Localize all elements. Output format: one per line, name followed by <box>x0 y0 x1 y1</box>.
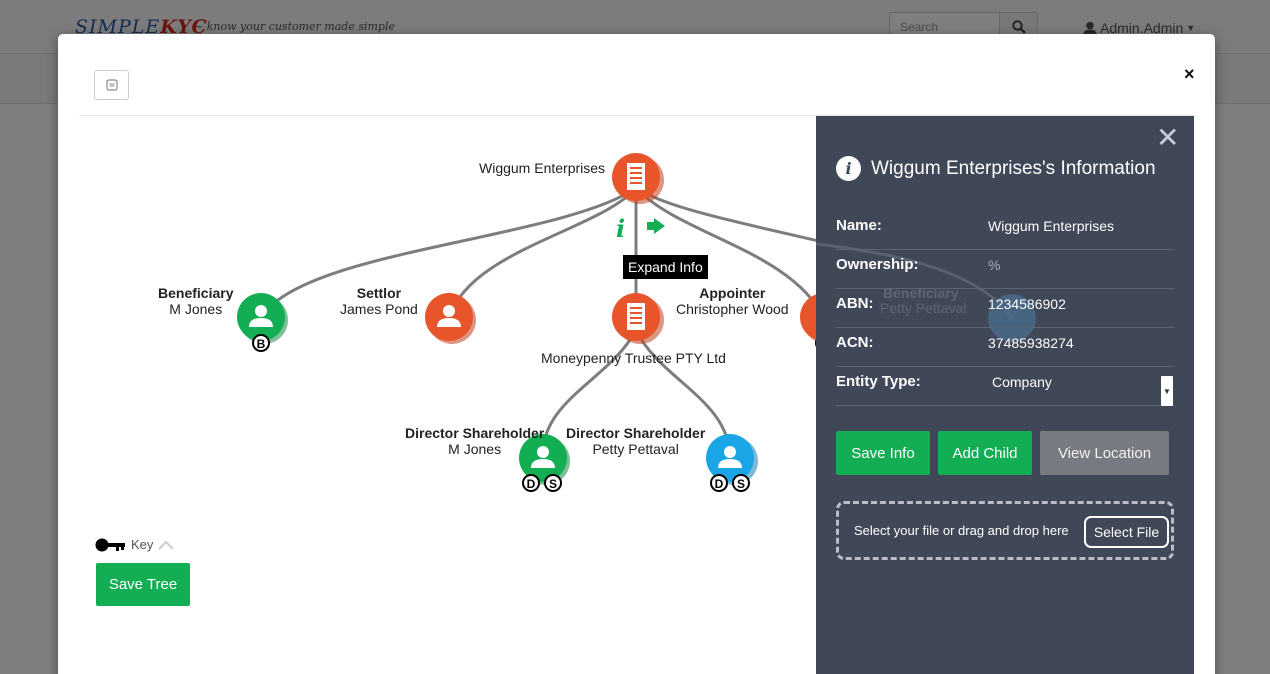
add-child-button[interactable]: Add Child <box>938 431 1032 475</box>
field-entity-type: Entity Type: Company ▼ <box>836 367 1174 406</box>
person-icon <box>437 305 461 327</box>
moneypenny-label: Moneypenny Trustee PTY Ltd <box>541 350 726 366</box>
edge-root-beneficiary <box>259 186 637 319</box>
panel-icon <box>105 79 118 91</box>
acn-input[interactable]: 37485938274 <box>988 335 1074 351</box>
obscured-node-layer: Beneficiary Petty Pettaval <box>816 242 1036 342</box>
badge-s: S <box>732 474 750 492</box>
node-root[interactable] <box>612 153 664 204</box>
node-director-m-jones[interactable]: D S <box>519 434 570 492</box>
panel-close-button[interactable]: ✕ <box>1156 122 1180 153</box>
panel-title: i Wiggum Enterprises's Information <box>836 156 1156 181</box>
modal-close-button[interactable]: × <box>1184 64 1195 84</box>
field-abn: ABN: 1234586902 <box>836 289 1174 328</box>
svg-text:D: D <box>715 477 724 491</box>
name-label: Name: <box>836 217 882 234</box>
node-settlor-james-pond[interactable] <box>425 293 476 344</box>
dropzone-text: Select your file or drag and drop here <box>854 523 1069 538</box>
field-ownership: Ownership: % <box>836 250 1174 289</box>
expand-arrow-icon[interactable] <box>647 218 665 234</box>
dropdown-arrow-icon[interactable]: ▼ <box>1161 376 1173 406</box>
key-toggle[interactable]: Key <box>95 537 175 552</box>
badge-d: D <box>522 474 540 492</box>
entity-type-label: Entity Type: <box>836 373 921 390</box>
abn-input[interactable]: 1234586902 <box>988 296 1066 312</box>
info-panel: ✕ Beneficiary Petty Pettaval i Wiggum En… <box>816 116 1194 674</box>
ownership-input[interactable]: % <box>988 257 1001 273</box>
key-icon <box>95 538 125 551</box>
view-location-button[interactable]: View Location <box>1040 431 1169 475</box>
name-input[interactable]: Wiggum Enterprises <box>988 218 1115 234</box>
building-icon <box>627 303 645 330</box>
building-icon <box>627 163 645 190</box>
save-tree-button[interactable]: Save Tree <box>96 563 190 606</box>
info-icon[interactable]: i <box>616 214 625 243</box>
file-dropzone[interactable]: Select your file or drag and drop here S… <box>836 501 1174 560</box>
node-beneficiary-m-jones[interactable]: B <box>237 293 288 352</box>
key-label: Key <box>131 537 154 552</box>
svg-text:Beneficiary: Beneficiary <box>883 285 959 301</box>
edge-root-appointer <box>634 186 826 319</box>
node-director-petty-pettaval[interactable]: D S <box>706 434 758 492</box>
entity-type-select[interactable]: Company <box>992 374 1052 390</box>
root-label: Wiggum Enterprises <box>479 160 606 176</box>
chevron-up-icon <box>158 540 175 550</box>
svg-text:S: S <box>549 477 557 491</box>
toggle-view-button[interactable] <box>94 70 129 100</box>
select-file-button[interactable]: Select File <box>1084 516 1169 548</box>
svg-text:S: S <box>737 477 745 491</box>
expand-info-tooltip: Expand Info <box>623 255 708 279</box>
badge-b: B <box>252 334 270 352</box>
person-icon <box>531 446 555 468</box>
panel-title-text: Wiggum Enterprises's Information <box>871 157 1156 179</box>
badge-d: D <box>710 474 728 492</box>
acn-label: ACN: <box>836 334 874 351</box>
node-beneficiary-petty-ghost <box>988 294 1036 342</box>
field-name: Name: Wiggum Enterprises <box>836 211 1174 250</box>
person-icon <box>718 446 742 468</box>
abn-label: ABN: <box>836 295 874 312</box>
save-info-button[interactable]: Save Info <box>836 431 930 475</box>
svg-text:Petty Pettaval: Petty Pettaval <box>880 300 966 316</box>
svg-text:B: B <box>257 337 266 351</box>
info-icon: i <box>836 156 861 181</box>
edge-root-settlor <box>447 187 638 319</box>
field-acn: ACN: 37485938274 <box>836 328 1174 367</box>
badge-s: S <box>544 474 562 492</box>
ownership-label: Ownership: <box>836 256 919 273</box>
modal-header: × <box>79 34 1195 116</box>
node-moneypenny-trustee[interactable] <box>612 293 664 344</box>
person-icon <box>249 305 273 327</box>
svg-text:D: D <box>527 477 536 491</box>
